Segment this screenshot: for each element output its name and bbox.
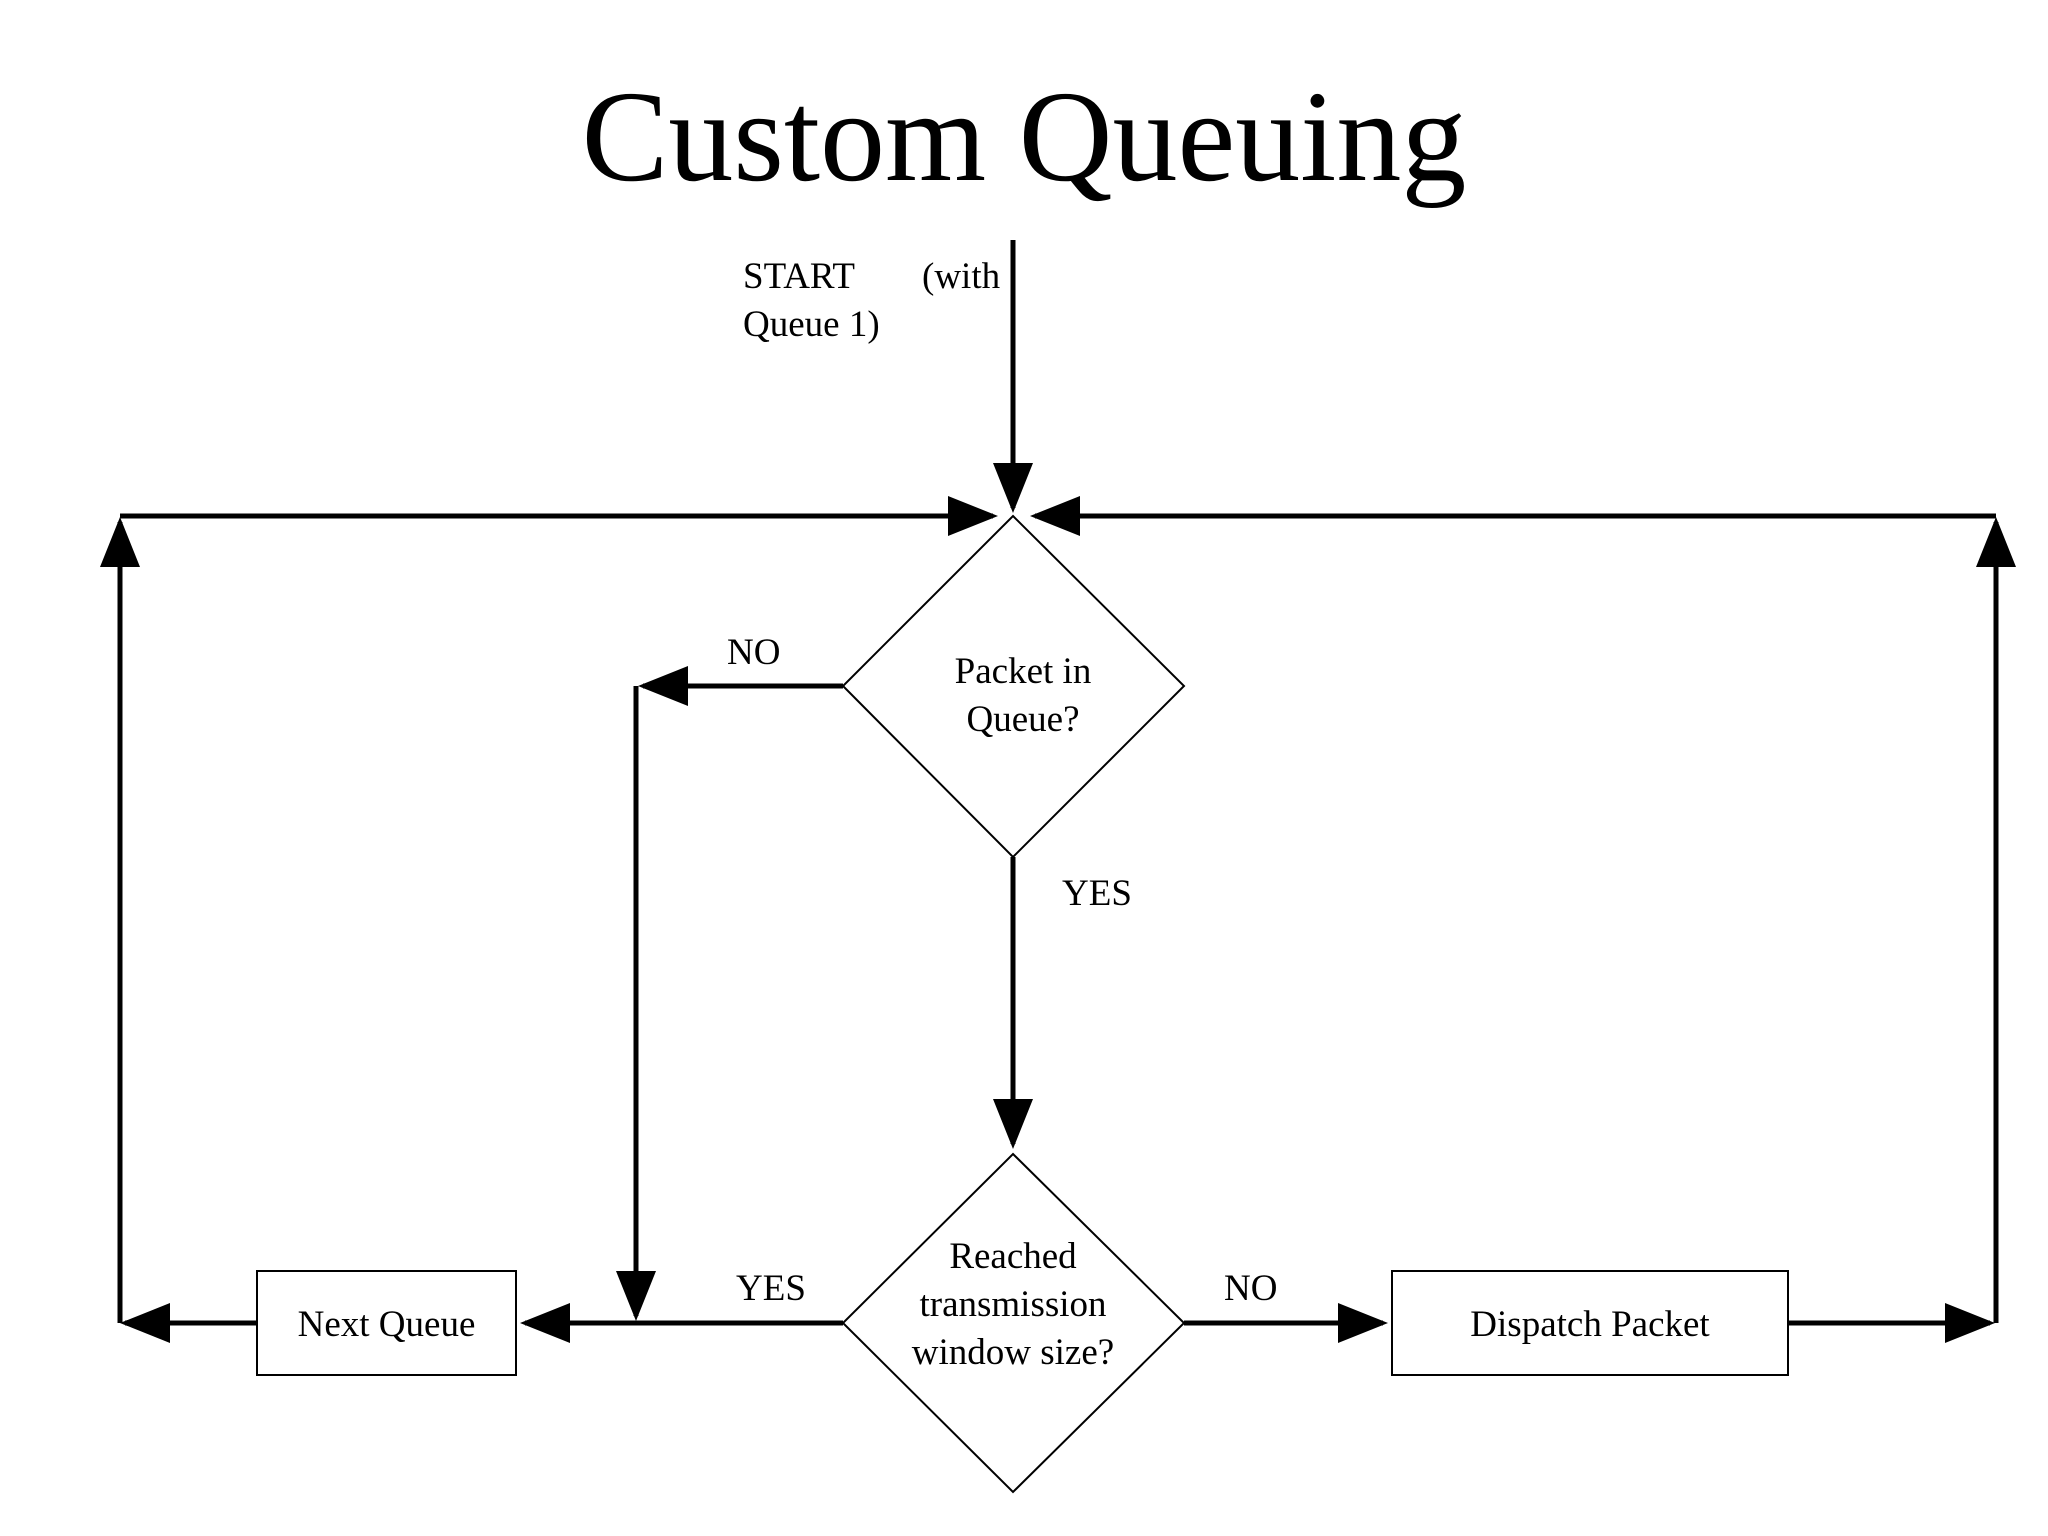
- process-dispatch-packet-label: Dispatch Packet: [1470, 1304, 1710, 1345]
- decision-packet-in-queue-line2: Queue?: [966, 699, 1080, 741]
- process-dispatch-packet: [1391, 1270, 1789, 1376]
- edge-label-packet-yes: YES: [1062, 873, 1132, 914]
- decision-reached-window-label: Reached transmission window size?: [873, 1233, 1153, 1377]
- start-label-line1-right: (with: [922, 256, 1001, 297]
- edge-label-packet-no: NO: [727, 632, 781, 673]
- decision-reached-window-line1: Reached: [949, 1236, 1077, 1277]
- start-label-line1-left: START: [743, 256, 855, 297]
- decision-reached-window: [841, 1152, 1186, 1494]
- process-next-queue-label: Next Queue: [297, 1304, 476, 1345]
- decision-reached-window-line2: transmission: [919, 1284, 1107, 1326]
- decision-packet-in-queue-label: Packet in Queue?: [903, 648, 1143, 744]
- diagram-title: Custom Queuing: [581, 65, 1467, 209]
- process-next-queue: [256, 1270, 517, 1376]
- edge-label-reached-yes: YES: [736, 1268, 806, 1309]
- edge-label-reached-no: NO: [1224, 1268, 1278, 1309]
- start-label-line2: Queue 1): [743, 304, 880, 345]
- decision-reached-window-line3: window size?: [911, 1332, 1115, 1374]
- decision-packet-in-queue-line1: Packet in: [954, 651, 1092, 692]
